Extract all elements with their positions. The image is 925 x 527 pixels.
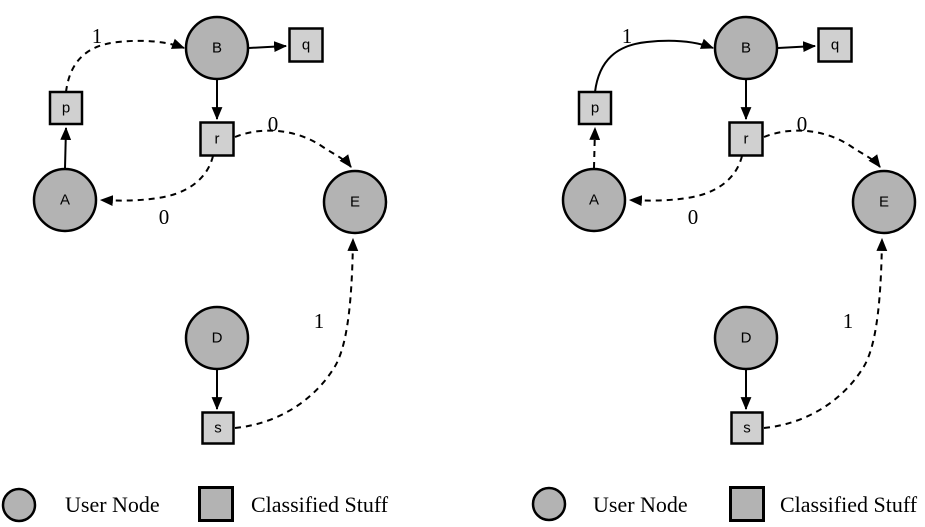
node-label-E: E [350,194,360,211]
node-label-A: A [60,192,70,209]
edge-r-to-A [628,155,743,207]
node-label-q: q [302,37,310,54]
node-circle-B [184,15,250,81]
legend-square-swatch [729,486,765,522]
node-square-q [288,27,324,63]
node-circle-B [713,15,779,81]
node-square-s [201,411,235,445]
edge-label-p-to-B: 1 [622,24,633,48]
edge-label-r-to-A: 0 [159,205,170,229]
node-square-q [817,27,853,63]
node-label-D: D [212,330,223,347]
edge-label-s-to-E: 1 [314,309,325,333]
legend-circle-swatch [1,487,37,523]
legend-circle-swatch [531,486,567,522]
node-circle-E [322,169,388,235]
edge-label-r-to-E: 0 [797,112,808,136]
node-label-r: r [744,131,749,148]
edge-s-to-E [234,237,359,429]
node-square-p [48,90,84,126]
node-circle-E [851,169,917,235]
legend-label: Classified Stuff [780,492,918,517]
edge-s-to-E [763,237,888,429]
legend-label: User Node [593,492,688,517]
node-label-p: p [62,100,70,117]
edge-p-to-B [65,38,186,93]
edge-r-to-E [763,129,881,168]
edge-r-to-A [99,155,214,207]
node-square-r [728,121,764,157]
node-label-p: p [591,100,599,117]
node-square-r [199,121,235,157]
edge-B-to-q [777,41,817,53]
node-square-p [577,90,613,126]
node-label-s: s [214,420,222,437]
node-label-A: A [589,192,599,209]
node-label-s: s [743,420,751,437]
legend-square-swatch [198,486,234,522]
legend-label: Classified Stuff [251,492,389,517]
edge-A-to-p [589,126,601,169]
edge-label-r-to-A: 0 [688,205,699,229]
edge-r-to-E [234,129,352,168]
edge-B-to-q [248,41,288,53]
node-circle-D [713,305,779,371]
node-label-B: B [741,40,751,57]
node-circle-D [184,305,250,371]
edge-label-p-to-B: 1 [92,24,103,48]
node-label-r: r [215,131,220,148]
node-label-D: D [741,330,752,347]
edge-label-s-to-E: 1 [843,309,854,333]
edge-label-r-to-E: 0 [268,112,279,136]
node-label-B: B [212,40,222,57]
node-label-E: E [879,194,889,211]
node-square-s [730,411,764,445]
legend: User Node Classified Stuff User Node Classi… [1,486,918,523]
node-circle-A [561,167,627,233]
node-circle-A [32,167,98,233]
edge-A-to-p [60,126,72,169]
edge-p-to-B [594,38,715,93]
node-label-q: q [831,37,839,54]
legend-label: User Node [65,492,160,517]
